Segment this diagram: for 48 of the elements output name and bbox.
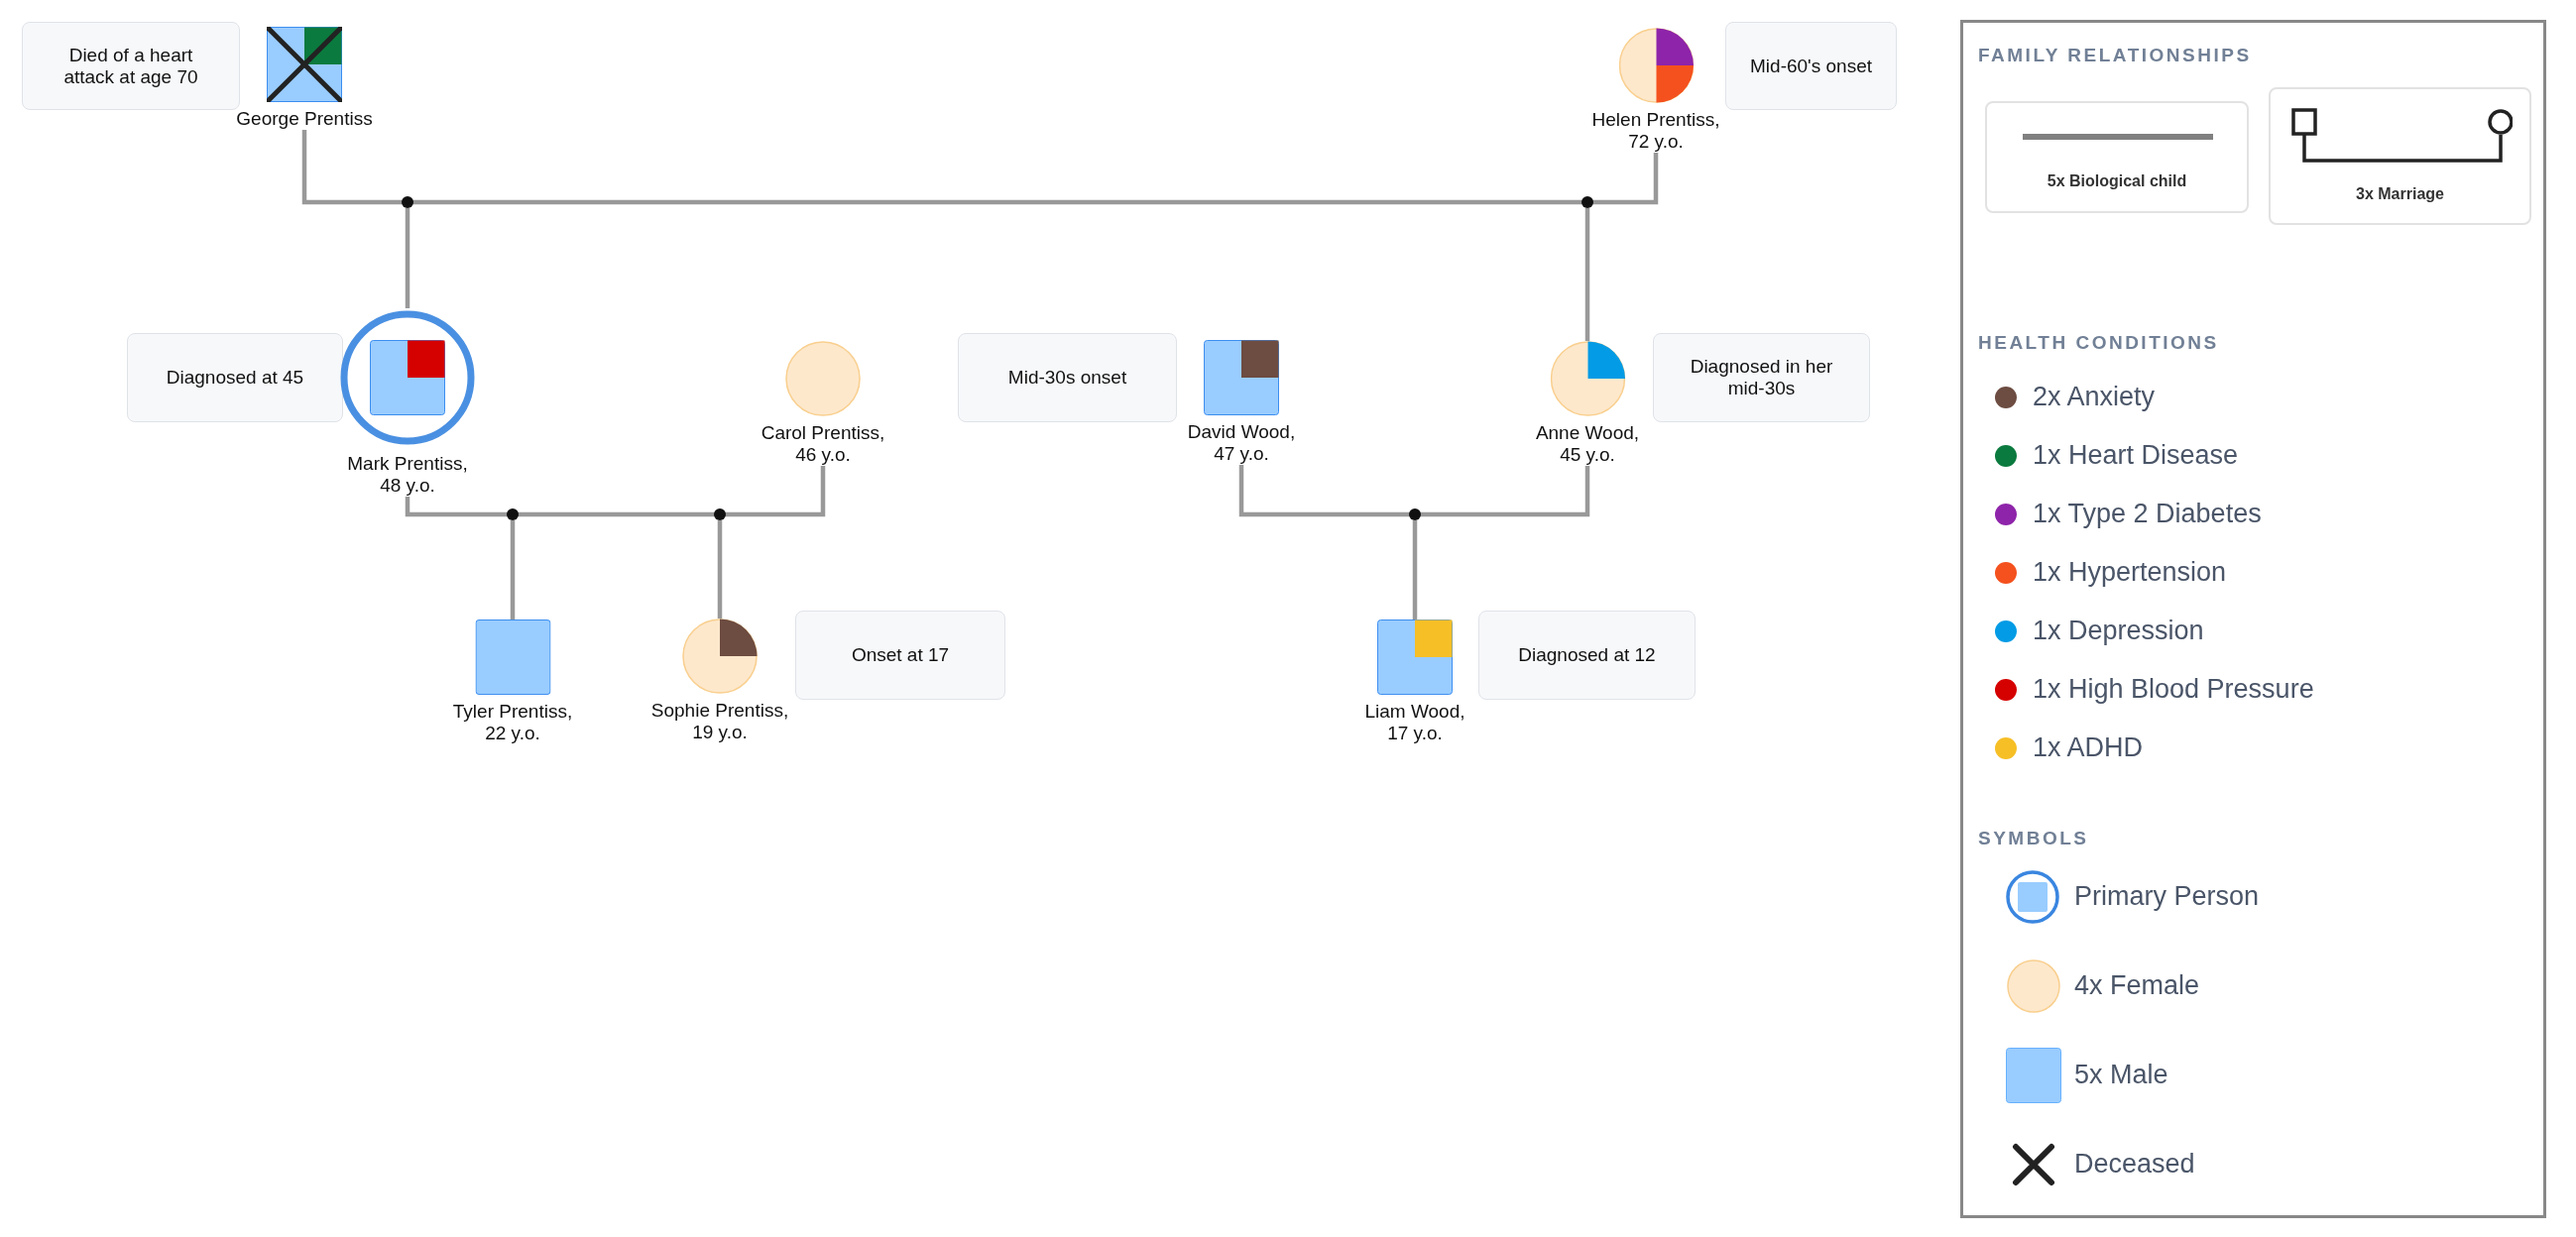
note-card: Died of a heart attack at age 70 [22, 22, 240, 110]
junction-dot [714, 508, 726, 520]
child-line [510, 520, 516, 619]
note-card: Diagnosed at 45 [127, 333, 343, 422]
person-name: George Prentiss [235, 108, 374, 130]
marriage-line [301, 130, 1659, 205]
section-heading: FAMILY RELATIONSHIPS [1978, 45, 2252, 66]
legend-text: Deceased [2074, 1149, 2195, 1180]
child-line [1584, 208, 1590, 341]
section-heading: HEALTH CONDITIONS [1978, 332, 2219, 354]
person-name: David Wood, 47 y.o. [1186, 421, 1297, 465]
junction-dot [1409, 508, 1421, 520]
person-entry [650, 618, 789, 743]
child-line [1412, 520, 1418, 619]
legend-text: 1x Hypertension [2033, 557, 2227, 588]
note-card: Diagnosed in her mid-30s [1653, 333, 1870, 422]
child-line [717, 520, 723, 618]
legend-text: 3x Marriage [2355, 185, 2445, 203]
note-card: Diagnosed at 12 [1478, 611, 1696, 700]
legend-text: 5x Biological child [2046, 172, 2188, 190]
legend-text: 1x Depression [2033, 616, 2204, 646]
marriage-line [405, 466, 826, 517]
junction-dot [402, 196, 413, 208]
legend-text: 5x Male [2074, 1060, 2168, 1090]
legend-text: 1x Heart Disease [2033, 440, 2239, 471]
person-name: Carol Prentiss, 46 y.o. [760, 422, 886, 466]
person-name: Liam Wood, 17 y.o. [1363, 701, 1466, 744]
person-entry [1590, 28, 1721, 153]
section-heading: SYMBOLS [1978, 828, 2089, 849]
legend-text: 1x ADHD [2033, 732, 2144, 763]
note-card: Mid-60's onset [1725, 22, 1897, 110]
note-card: Onset at 17 [795, 611, 1005, 700]
note-card: Mid-30s onset [958, 333, 1177, 422]
marriage-line [1238, 465, 1590, 517]
legend-text: 4x Female [2074, 970, 2200, 1001]
person-name: Sophie Prentiss, 19 y.o. [650, 700, 789, 743]
legend-text: 1x Type 2 Diabetes [2033, 499, 2262, 529]
legend-text: 1x High Blood Pressure [2033, 674, 2314, 705]
child-line [405, 208, 410, 308]
person-name: Tyler Prentiss, 22 y.o. [451, 701, 574, 744]
person-name: Helen Prentiss, 72 y.o. [1590, 109, 1721, 153]
junction-dot [507, 508, 519, 520]
legend-text: 2x Anxiety [2033, 382, 2156, 412]
junction-dot [1581, 196, 1593, 208]
person-name: Anne Wood, 45 y.o. [1534, 422, 1641, 466]
person-name: Mark Prentiss, 48 y.o. [346, 453, 469, 497]
legend-text: Primary Person [2074, 881, 2260, 912]
person-entry [338, 308, 477, 497]
